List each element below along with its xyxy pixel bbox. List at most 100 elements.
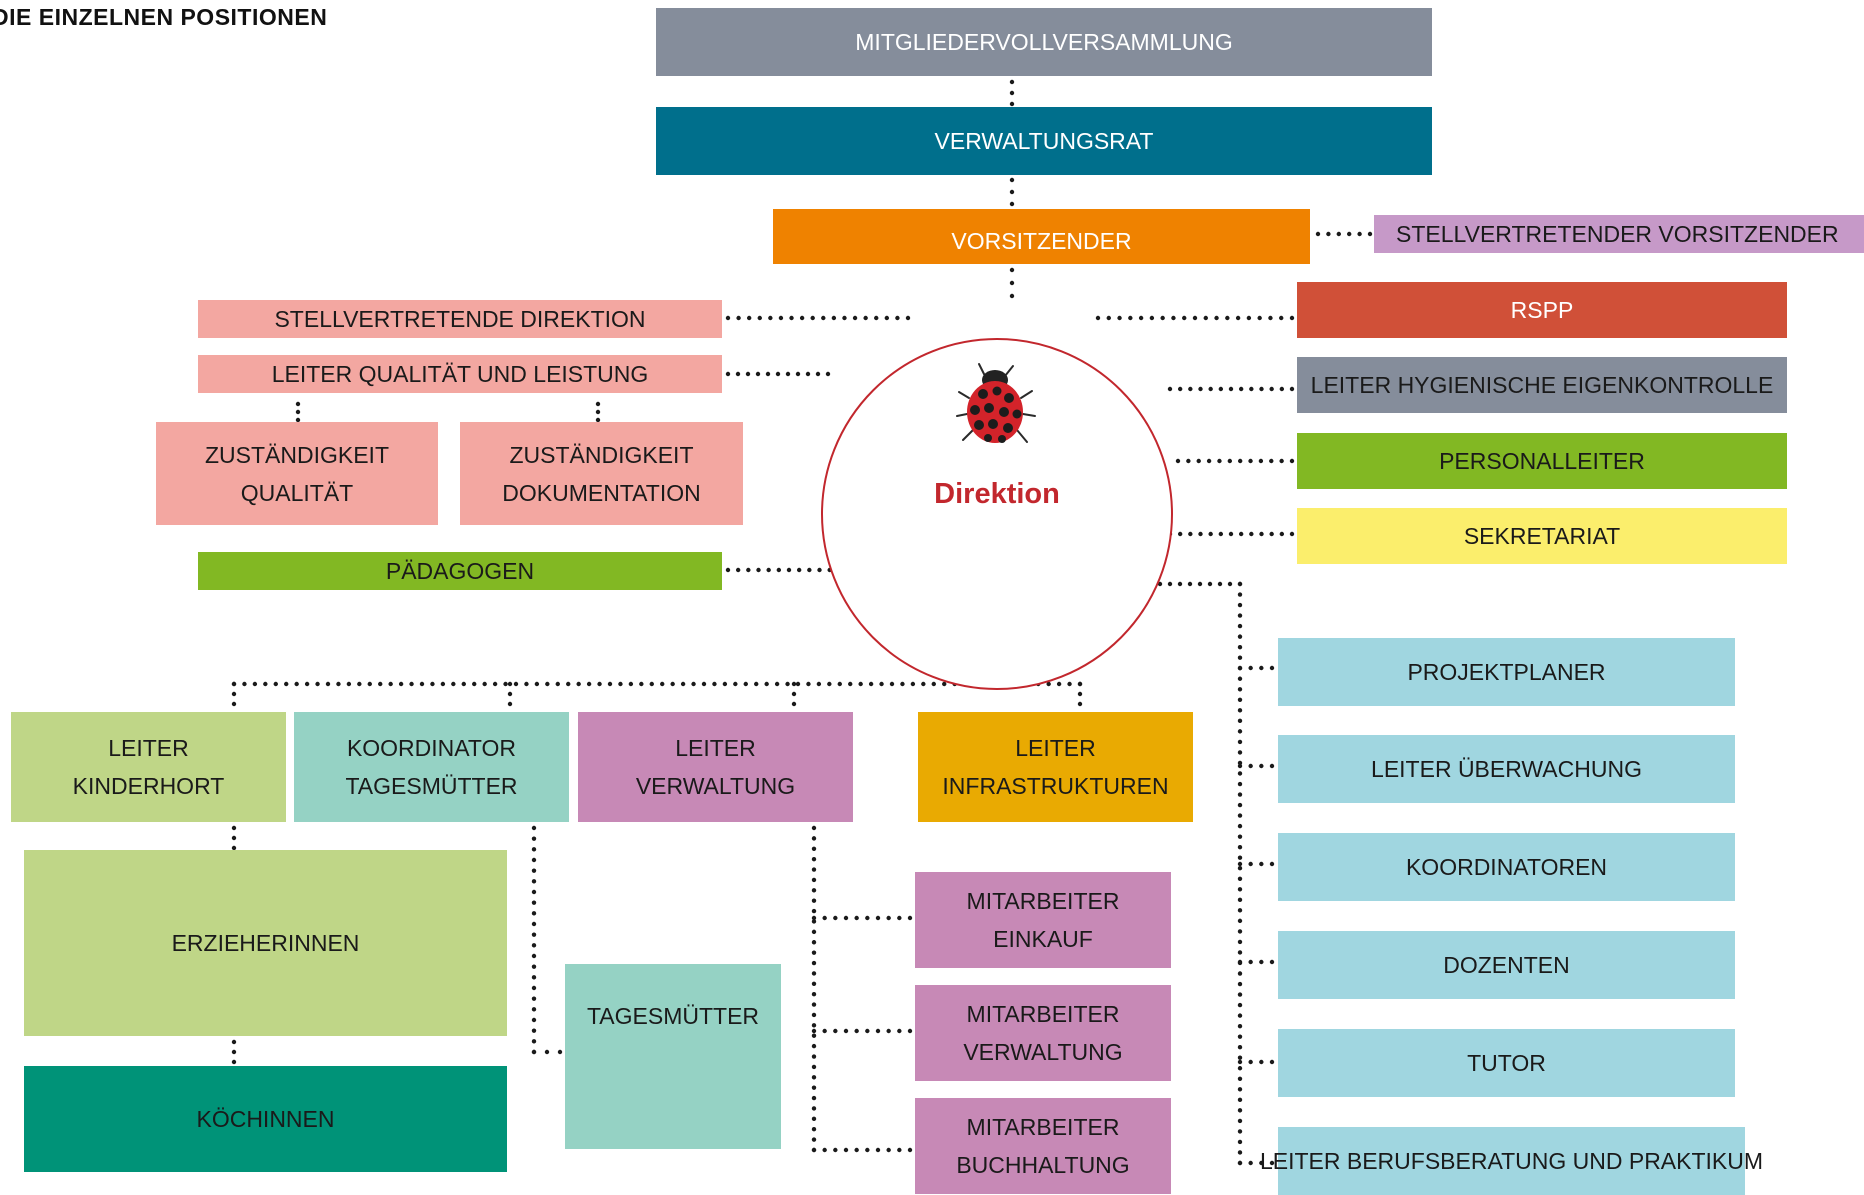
connector-dot: [325, 681, 331, 687]
connector-dot: [367, 681, 372, 687]
box-koordinator-tagesmuetter: KOORDINATOR TAGESMÜTTER: [294, 712, 569, 822]
connector-dot: [1237, 1139, 1243, 1145]
connector-dot: [1289, 531, 1295, 537]
connector-dot: [1237, 1108, 1243, 1113]
connector-dot: [1315, 231, 1321, 237]
box-line: DOKUMENTATION: [502, 479, 701, 506]
connector-dot: [531, 911, 537, 916]
connector-dot: [531, 889, 537, 895]
box-leiter-hygiene: LEITER HYGIENISCHE EIGENKONTROLLE: [1297, 357, 1787, 413]
connector-dot: [1269, 665, 1275, 671]
connector-dot: [795, 371, 801, 377]
connector-dot: [531, 996, 537, 1001]
connector-dot: [1186, 458, 1191, 464]
box-line: EINKAUF: [993, 926, 1093, 952]
connector-dot: [531, 1049, 537, 1055]
connector-dot: [833, 1147, 838, 1153]
connector-dot: [1269, 531, 1274, 537]
connector-dot: [531, 1039, 537, 1044]
connector-dot: [776, 567, 782, 573]
box-dozenten: DOZENTEN: [1278, 931, 1735, 999]
connector-dot: [555, 681, 560, 687]
connector-dot: [1237, 697, 1243, 702]
connector-dot: [811, 908, 817, 914]
connector-dot: [1237, 760, 1243, 766]
connector-dot: [1259, 861, 1264, 867]
connector-dot: [1175, 458, 1181, 464]
connector-dot: [273, 681, 278, 687]
box-line: VERWALTUNG: [963, 1039, 1123, 1065]
connector-dot: [1268, 315, 1273, 321]
connector-dot: [531, 943, 537, 948]
connector-dot: [789, 315, 794, 321]
connector-dot: [1259, 959, 1264, 965]
connector-dot: [1009, 101, 1015, 107]
connector-dot: [388, 681, 393, 687]
connector-dot: [736, 315, 741, 321]
connector-dot: [843, 1028, 849, 1034]
connector-dot: [231, 835, 237, 841]
connector-dot: [1237, 971, 1243, 976]
connector-dot: [795, 681, 801, 687]
connector-dot: [725, 371, 731, 377]
connector-dot: [1248, 861, 1253, 867]
connector-dot: [557, 1049, 563, 1055]
connector-dot: [1077, 691, 1083, 697]
connector-dot: [1177, 531, 1183, 537]
connector-dot: [874, 315, 879, 321]
connector-dot: [811, 1116, 817, 1122]
connector-dot: [811, 1137, 817, 1142]
box-mitarbeiter-verwaltung: MITARBEITER VERWALTUNG: [915, 985, 1171, 1081]
connector-dot: [263, 681, 268, 687]
connector-dot: [1237, 655, 1243, 660]
box-leiter-ueberwachung: LEITER ÜBERWACHUNG: [1278, 735, 1735, 803]
connector-dot: [897, 1028, 902, 1034]
connector-dot: [680, 681, 686, 687]
connector-dot: [865, 1028, 870, 1034]
connector-dot: [531, 900, 537, 905]
connector-dot: [1259, 1160, 1264, 1166]
connector-dot: [786, 567, 792, 573]
connector-dot: [863, 315, 868, 321]
connector-dot: [931, 681, 936, 687]
connector-dot: [1149, 315, 1155, 321]
connector-dot: [807, 567, 812, 573]
connector-dot: [1279, 386, 1285, 392]
connector-dot: [757, 315, 762, 321]
connector-dot: [1067, 681, 1072, 687]
connector-dot: [1009, 189, 1015, 195]
connector-dot: [1217, 581, 1223, 587]
connector-dot: [1237, 950, 1243, 955]
connector-dot: [1237, 823, 1243, 829]
connector-dot: [507, 701, 513, 707]
connector-dot: [1177, 581, 1183, 587]
connector-dot: [1237, 1129, 1243, 1134]
connector-dot: [1046, 681, 1051, 687]
connector-dot: [811, 867, 817, 872]
connector-dot: [822, 915, 827, 921]
connector-dot: [544, 1049, 550, 1055]
page-heading: DIE EINZELNEN POSITIONEN: [0, 4, 328, 30]
connector-dot: [1246, 315, 1252, 321]
connector-dot: [252, 681, 258, 687]
connector-dot: [346, 681, 352, 687]
connector-dot: [1206, 458, 1212, 464]
connector-dot: [231, 681, 237, 687]
connector-dot: [725, 567, 731, 573]
connector-dot: [409, 681, 414, 687]
connector-dot: [586, 681, 592, 687]
connector-dot: [1117, 315, 1122, 321]
connector-dot: [1289, 315, 1295, 321]
connector-dot: [1269, 1059, 1275, 1065]
connector-dot: [507, 681, 513, 687]
connector-dot: [785, 681, 790, 687]
connector-dot: [1237, 1002, 1243, 1008]
connector-dot: [746, 567, 751, 573]
connector-dot: [811, 856, 817, 862]
connector-dot: [843, 1147, 849, 1153]
connector-dot: [811, 919, 817, 924]
connector-dot: [854, 1147, 859, 1153]
connector-dot: [1347, 231, 1352, 237]
connector-dot: [868, 681, 874, 687]
connector-dot: [1203, 315, 1208, 321]
